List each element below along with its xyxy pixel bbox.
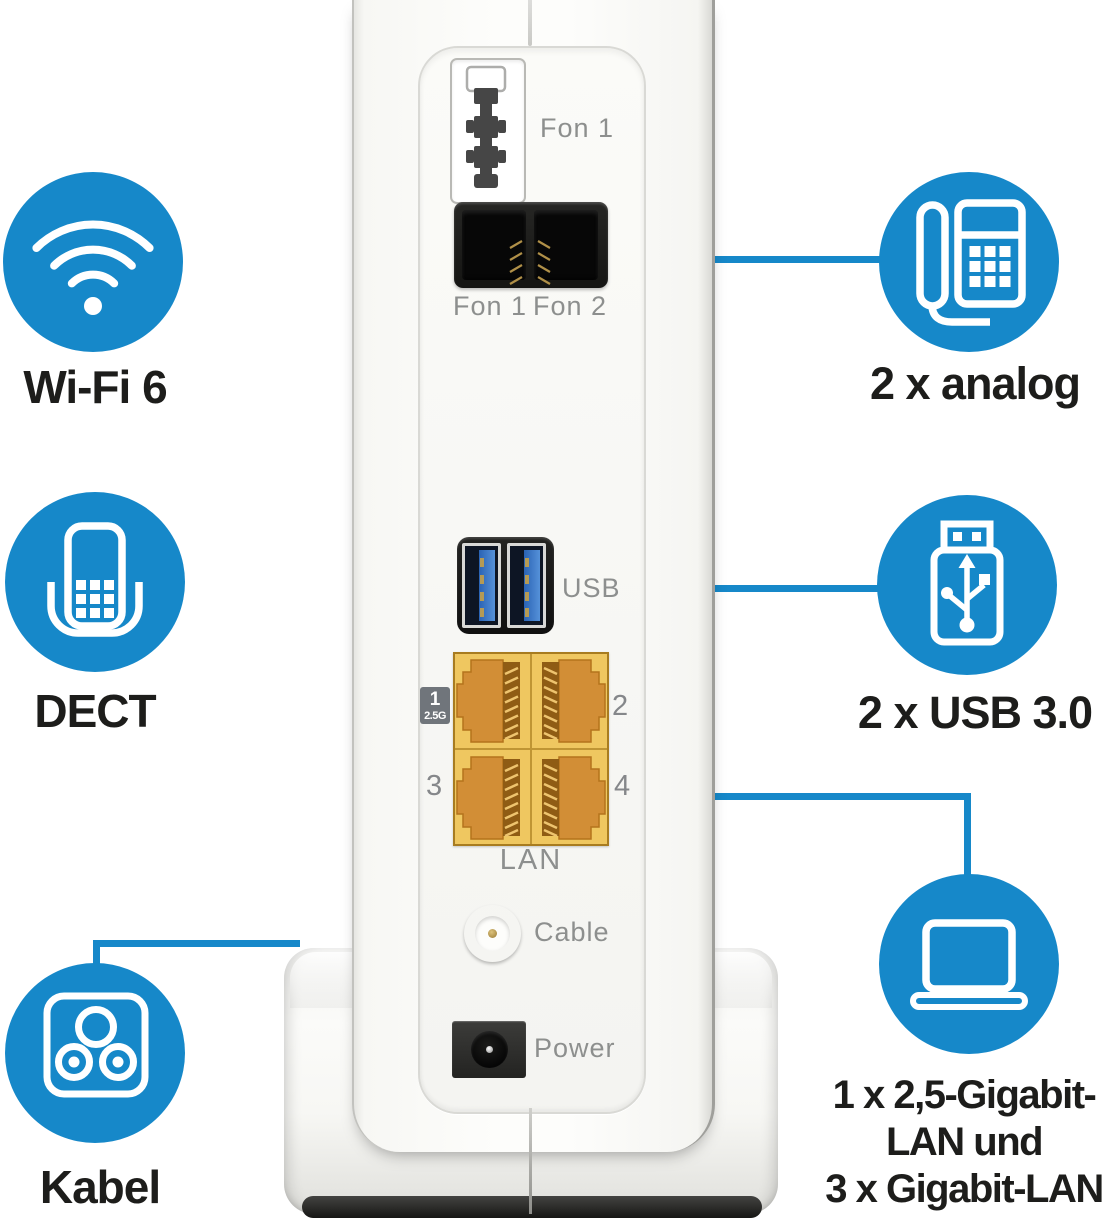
feature-bubble-kabel [5,963,185,1143]
lan-feature-label-line1: 1 x 2,5-Gigabit- [832,1073,1097,1117]
fon1-port-label: Fon 1 [452,291,528,321]
tae-slot-icon [465,65,507,188]
desk-phone-icon [916,199,1026,326]
lan1-speed-badge: 1 2.5G [420,687,450,724]
fon2-port-label: Fon 2 [532,291,608,321]
lan-feature-label-line2: LAN und [885,1120,1044,1164]
connector-line-lan-vertical [964,793,971,883]
feature-bubble-usb [877,495,1057,675]
feature-bubble-wifi [3,172,183,352]
router-stand-feet [302,1196,762,1218]
lan3-port-label: 3 [426,770,443,802]
feature-bubble-lan [879,874,1059,1054]
cable-coax-connector [464,905,521,962]
connector-line-kabel-horizontal [95,940,300,947]
lan2-port-label: 2 [612,690,629,722]
lan-ports-icon [453,652,609,846]
usb-feature-label: 2 x USB 3.0 [857,687,1093,738]
fon2-pins-icon [537,240,551,285]
lan4-port-label: 4 [614,770,631,802]
router-top-seam [528,0,532,46]
lan1-port-number: 1 [429,689,441,710]
fon1-port [462,210,526,285]
lan-feature-label-line3: 3 x Gigabit-LAN [825,1167,1104,1211]
wifi-feature-label: Wi-Fi 6 [23,361,167,413]
feature-bubble-analog [879,172,1059,352]
router-bottom-seam [529,1108,532,1214]
tae-fon-socket [450,58,526,204]
cable-wall-socket-icon [43,992,149,1098]
wifi-icon [32,220,154,315]
connector-line-usb [710,585,880,592]
connector-line-lan-horizontal [710,793,971,800]
usb-tongue [524,550,540,621]
dect-feature-label: DECT [34,685,156,737]
dect-handset-icon [47,522,143,637]
cable-port-label: Cable [534,917,610,947]
power-jack-hole [471,1031,508,1068]
connector-line-kabel-vertical [93,940,100,970]
usb-tongue [479,550,495,621]
fon2-port [534,210,598,285]
usb-port-label: USB [562,573,621,603]
feature-bubble-dect [5,492,185,672]
lan-group-label: LAN [499,844,563,876]
usb-stick-icon [930,520,1004,646]
tae-port-label: Fon 1 [540,113,615,143]
laptop-icon [910,919,1028,1010]
usb-port-1 [462,543,501,628]
connector-line-analog [710,256,882,263]
power-jack [452,1021,526,1078]
fon1-pins-icon [509,240,523,285]
power-port-label: Power [534,1033,616,1063]
usb-port-block [457,537,554,634]
cable-connector-pin [488,929,497,938]
lan-feature-label: 1 x 2,5-Gigabit- LAN und 3 x Gigabit-LAN [808,1072,1120,1213]
cable-connector-inner [475,916,510,951]
analog-feature-label: 2 x analog [869,358,1081,409]
lan-port-block [453,652,609,846]
usb-port-2 [507,543,546,628]
power-jack-pin [486,1046,493,1053]
lan1-port-speed: 2.5G [424,710,446,722]
kabel-feature-label: Kabel [39,1161,161,1213]
fon-port-block [454,202,608,288]
